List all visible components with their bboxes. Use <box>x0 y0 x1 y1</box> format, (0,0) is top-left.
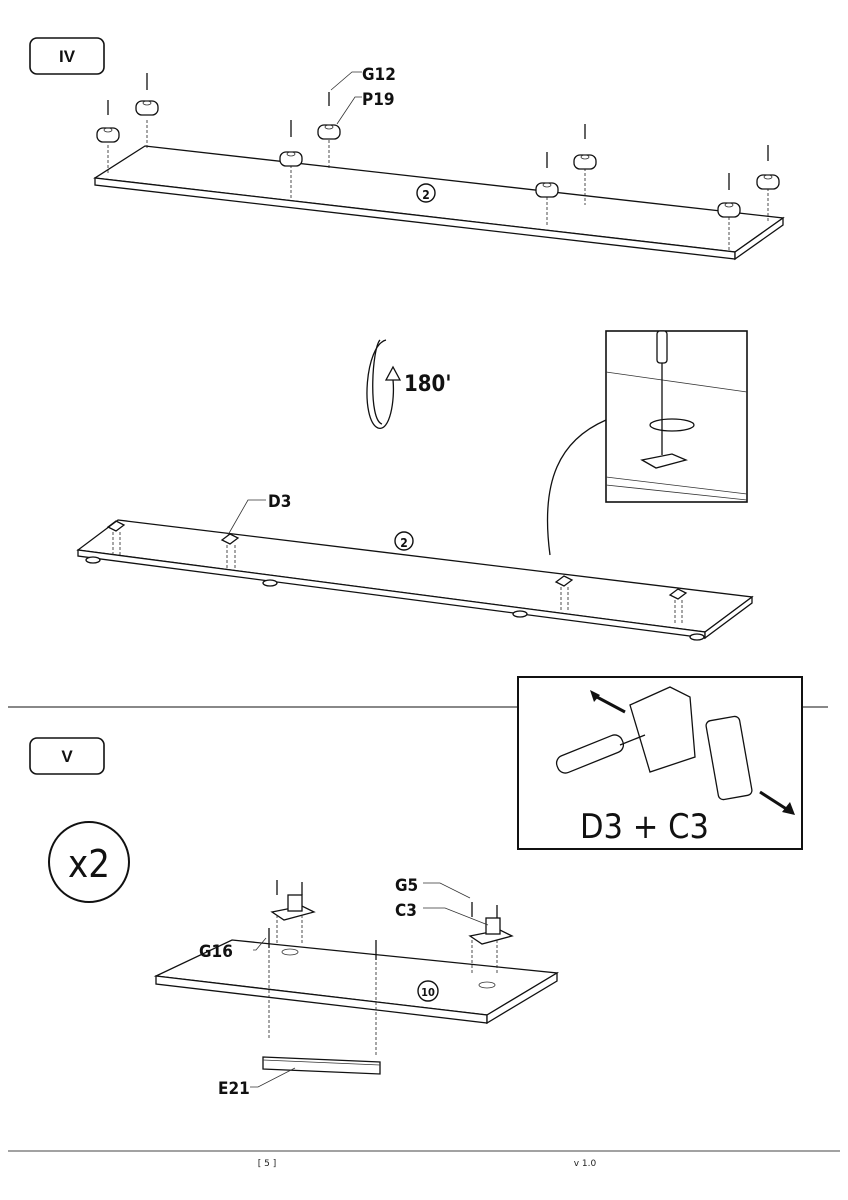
hinge-detail-box: D3 + C3 <box>517 676 803 850</box>
hinges-c3 <box>270 880 514 975</box>
feet-and-screws <box>96 73 780 250</box>
panel-number: 2 <box>400 536 408 550</box>
rotate-180-icon <box>366 339 402 429</box>
handle-e21 <box>262 1056 381 1075</box>
label-d3: D3 <box>268 492 291 512</box>
label-g16: G16 <box>199 942 233 962</box>
connectors-d3 <box>106 520 688 623</box>
label-g12: G12 <box>362 65 396 85</box>
detail-caption: D3 + C3 <box>580 807 709 847</box>
foot-p19 <box>135 73 159 150</box>
label-c3: C3 <box>395 901 417 921</box>
foot-p19 <box>573 124 597 205</box>
screwdriver-detail-inset <box>605 330 748 503</box>
panel-number: 2 <box>422 188 430 202</box>
panel-2-bottom-view: 2 <box>76 519 754 641</box>
foot-p19 <box>756 145 780 222</box>
panel-number-10: 10 <box>421 986 435 999</box>
label-g5: G5 <box>395 876 418 896</box>
step-iv-label: IV <box>59 47 76 66</box>
label-p19: P19 <box>362 90 395 110</box>
label-e21: E21 <box>218 1079 250 1099</box>
multiplier-badge <box>48 821 130 903</box>
foot-p19 <box>96 100 120 175</box>
panel-number-circle <box>416 183 436 203</box>
screws-g16 <box>268 928 377 1055</box>
foot-p19 <box>717 173 741 250</box>
panel-2-top-view: 2 <box>93 145 785 261</box>
step-v-badge: V <box>29 737 105 775</box>
page-number: [ 5 ] <box>258 1159 276 1169</box>
foot-p19 <box>279 120 303 200</box>
step-v-label: V <box>61 747 73 766</box>
foot-p19 <box>317 92 341 170</box>
multiplier-label: x2 <box>68 842 110 886</box>
foot-p19 <box>535 152 559 227</box>
panel-10: 10 <box>153 939 560 1025</box>
step-iv-badge: IV <box>29 37 105 75</box>
version-label: v 1.0 <box>574 1159 597 1169</box>
rotation-label: 180' <box>404 372 451 397</box>
